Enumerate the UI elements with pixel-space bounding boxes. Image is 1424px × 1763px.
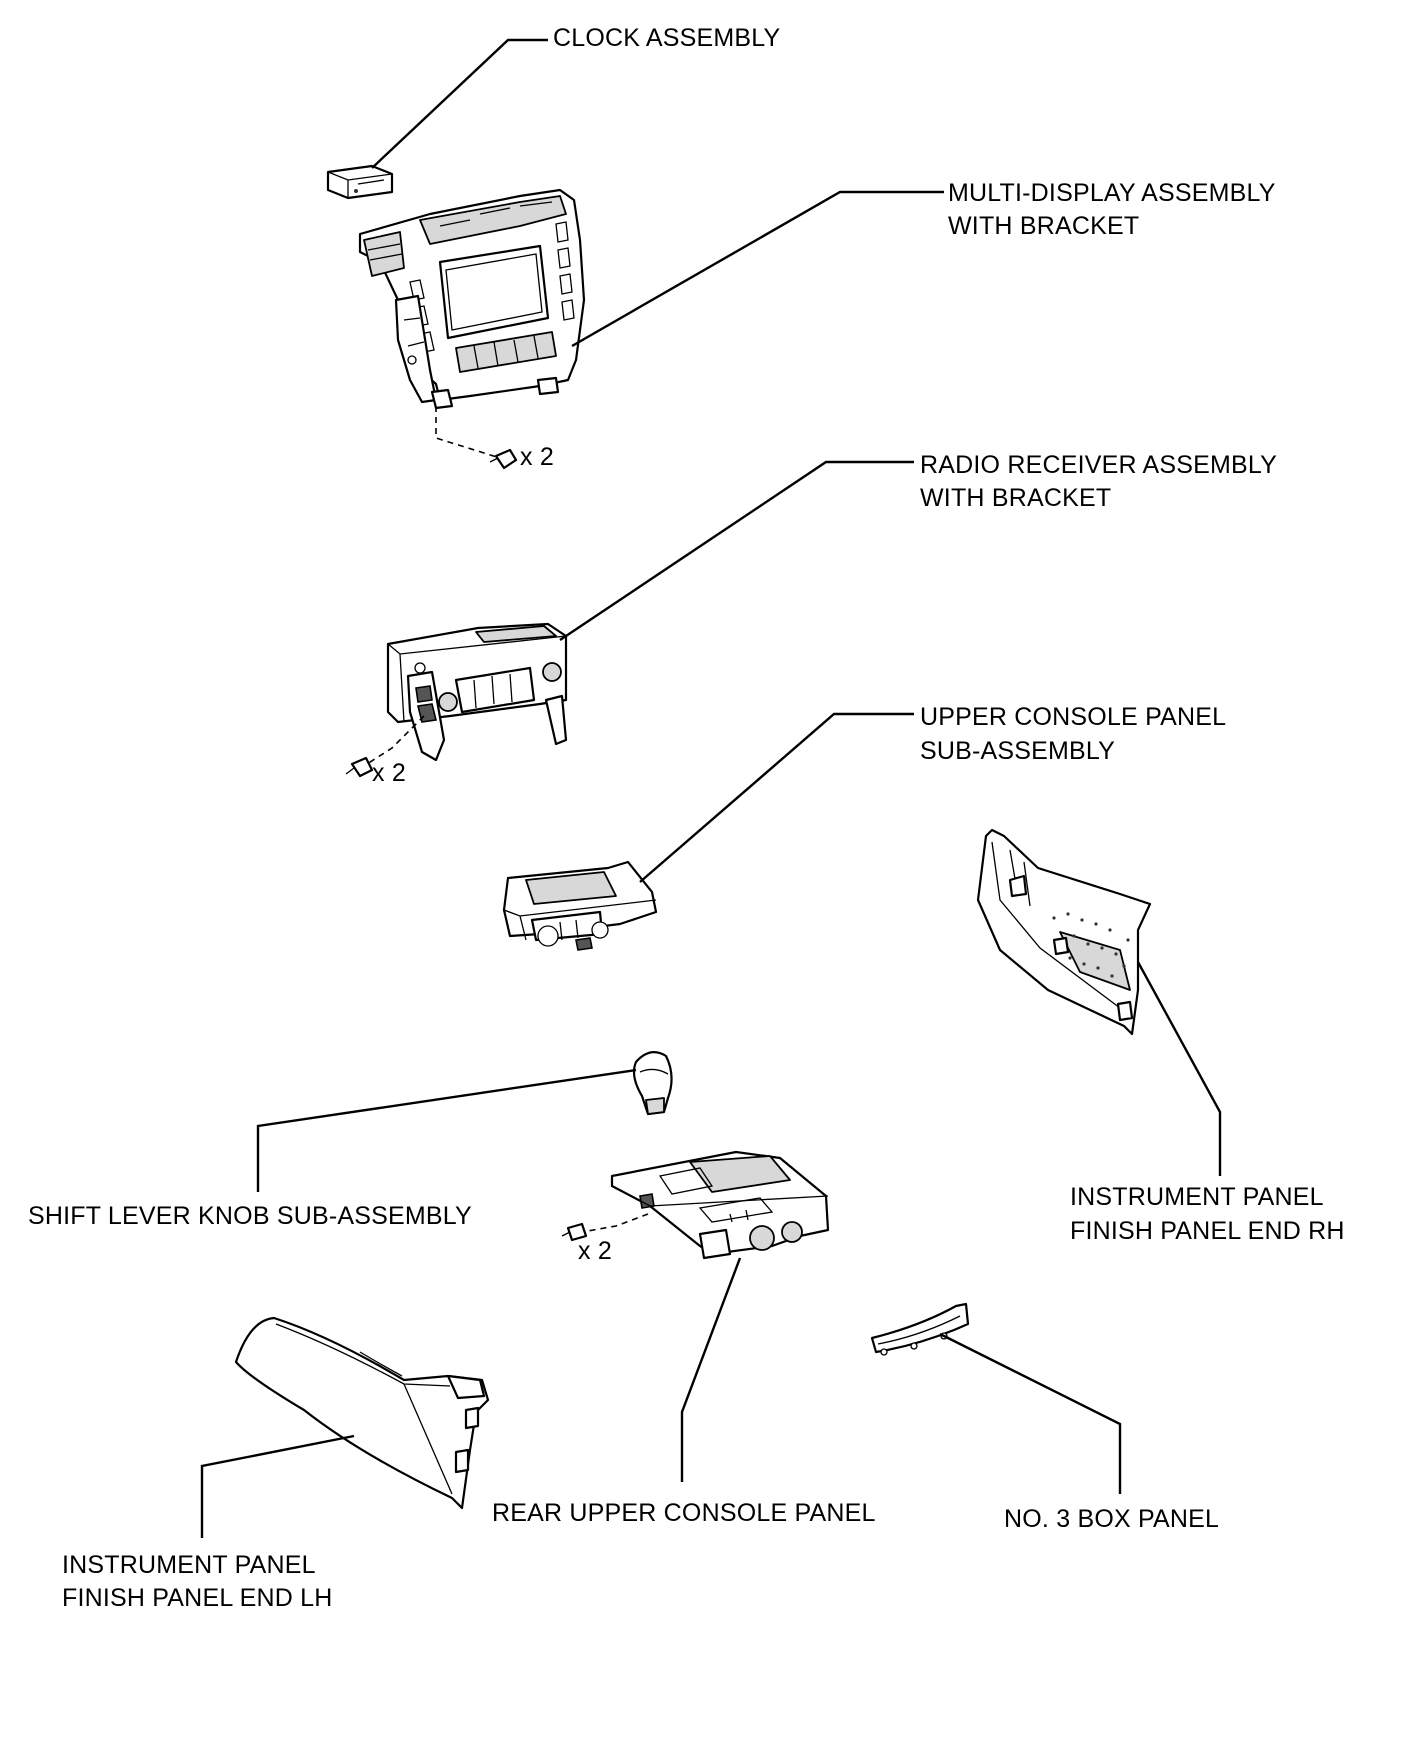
label-radio-line2: WITH BRACKET [920, 484, 1112, 512]
screw-radio-icon [345, 756, 374, 778]
label-multi-display-qty: x 2 [520, 443, 554, 471]
leader-finish-rh [1136, 961, 1222, 1176]
label-finish-rh-line1: INSTRUMENT PANEL [1070, 1183, 1324, 1211]
multi-display-assembly-part [358, 188, 586, 410]
leader-shift-knob [256, 1068, 637, 1192]
screw-multi-display-icon [489, 448, 518, 470]
leader-clock [371, 38, 548, 169]
label-clock-assembly: CLOCK ASSEMBLY [553, 24, 781, 52]
label-multi-display-line1: MULTI-DISPLAY ASSEMBLY [948, 179, 1276, 207]
label-upper-console-line1: UPPER CONSOLE PANEL [920, 703, 1227, 731]
leader-upper-console [639, 712, 914, 883]
leader-radio [559, 460, 914, 641]
clock-assembly-part [326, 164, 394, 200]
label-shift-knob: SHIFT LEVER KNOB SUB-ASSEMBLY [28, 1202, 472, 1230]
label-multi-display-line2: WITH BRACKET [948, 212, 1140, 240]
upper-console-panel-part [502, 860, 658, 951]
radio-receiver-assembly-part [386, 622, 568, 762]
label-finish-lh-line2: FINISH PANEL END LH [62, 1584, 333, 1612]
rear-upper-console-panel-part [610, 1150, 830, 1260]
label-radio-qty: x 2 [372, 759, 406, 787]
screw-path-rear-console [581, 1213, 649, 1233]
label-rear-console: REAR UPPER CONSOLE PANEL [492, 1499, 876, 1527]
leader-finish-lh [200, 1434, 355, 1538]
label-rear-console-qty: x 2 [578, 1237, 612, 1265]
no-3-box-panel-part [870, 1302, 970, 1356]
shift-lever-knob-part [632, 1051, 673, 1116]
label-finish-rh-line2: FINISH PANEL END RH [1070, 1217, 1345, 1245]
screw-path-multi-display [435, 406, 501, 459]
leader-box-panel [939, 1332, 1122, 1494]
leader-rear-console [680, 1257, 742, 1482]
screw-rear-console-icon [561, 1222, 588, 1242]
label-box-panel: NO. 3 BOX PANEL [1004, 1505, 1220, 1533]
finish-panel-rh-part [976, 828, 1152, 1036]
label-upper-console-line2: SUB-ASSEMBLY [920, 737, 1116, 765]
leader-multi-display [571, 190, 944, 348]
screw-path-radio [363, 715, 425, 767]
label-radio-line1: RADIO RECEIVER ASSEMBLY [920, 451, 1278, 479]
finish-panel-lh-part [234, 1316, 490, 1510]
label-finish-lh-line1: INSTRUMENT PANEL [62, 1551, 316, 1579]
